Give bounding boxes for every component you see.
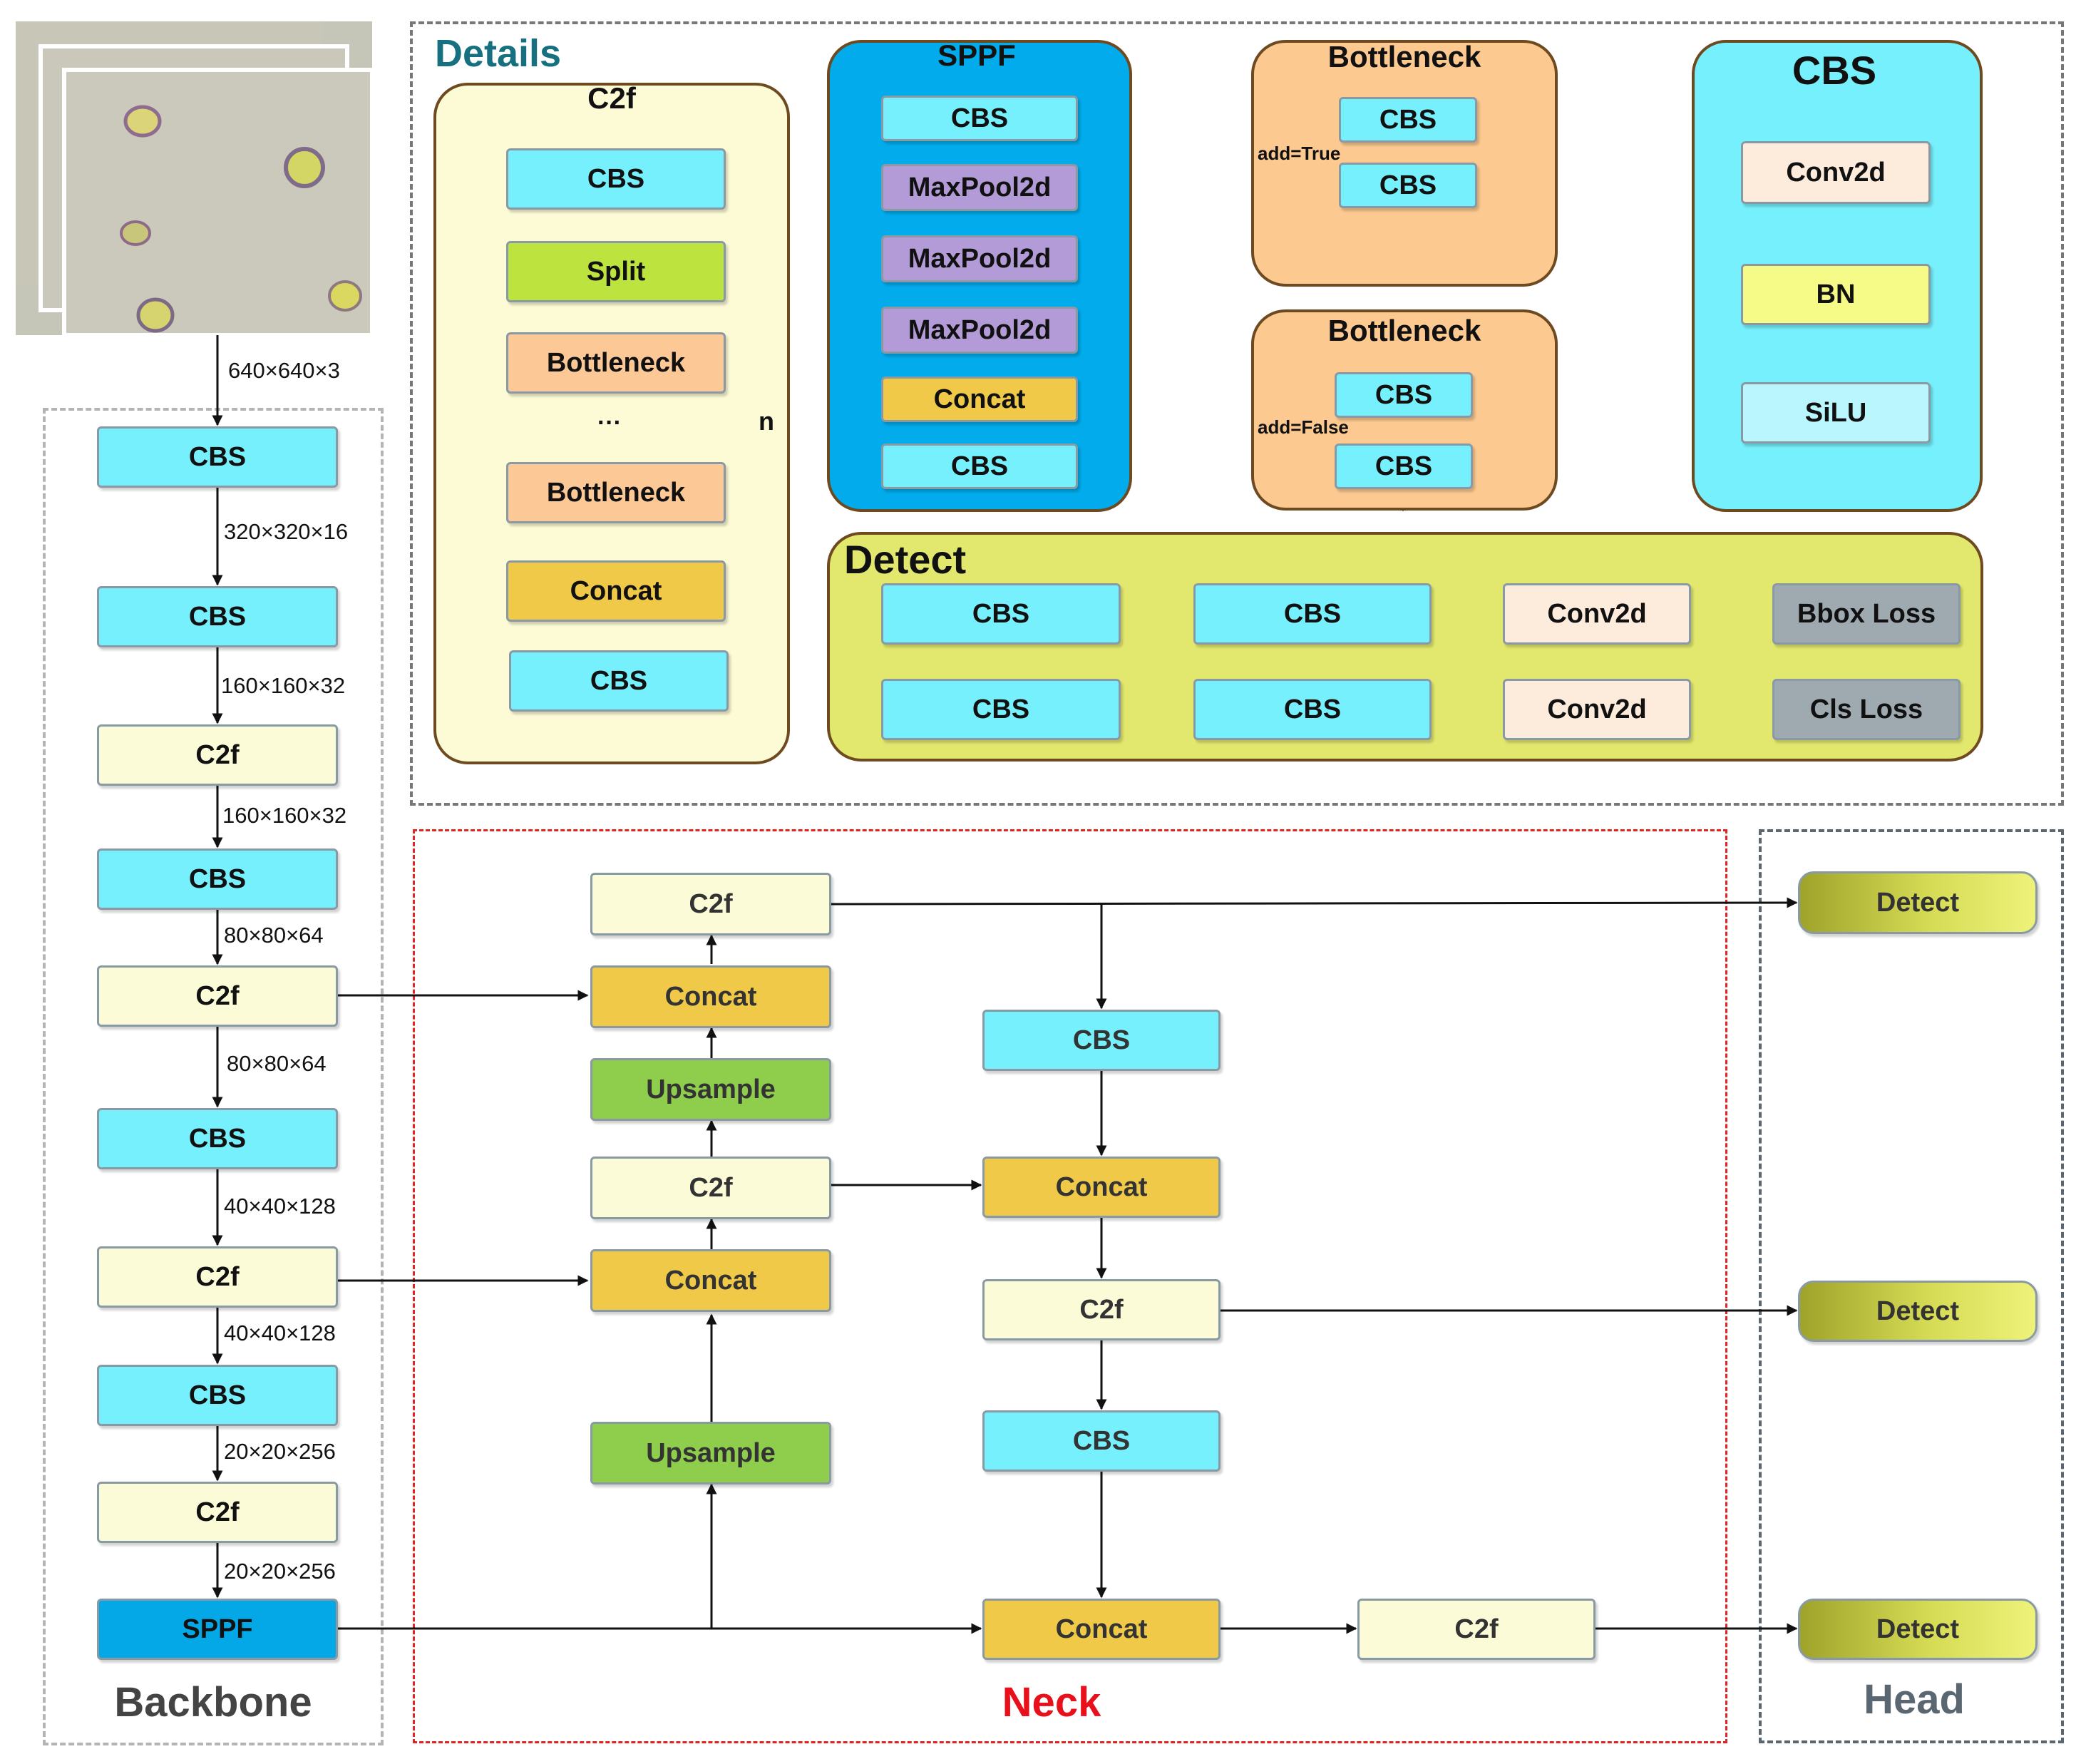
detect-detail-r1-cbs-1: CBS (881, 583, 1121, 645)
details-region (410, 21, 2064, 806)
c2f-detail-bottleneck-1: Bottleneck (506, 332, 726, 394)
dim-label-8: 40×40×128 (224, 1321, 336, 1345)
neck-concat-4: Concat (982, 1599, 1221, 1660)
bottleneck-true-add-label: add=True (1258, 143, 1341, 164)
bottleneck-false-cbs-2: CBS (1335, 443, 1473, 489)
cbs-detail-bn: BN (1741, 264, 1931, 325)
c2f-detail-title: C2f (587, 81, 636, 115)
neck-title: Neck (1002, 1679, 1101, 1725)
bottleneck-false-add-label: add=False (1258, 416, 1349, 438)
pollen-cells (120, 105, 362, 333)
head-detect-1: Detect (1798, 871, 2038, 934)
c2f-detail-split: Split (506, 241, 726, 302)
neck-cbs-1: CBS (982, 1010, 1221, 1071)
c2f-detail-cbs-2: CBS (509, 650, 729, 712)
detect-detail-r2-cbs-1: CBS (881, 679, 1121, 740)
cbs-detail-silu: SiLU (1741, 382, 1931, 443)
neck-upsample-2: Upsample (590, 1422, 831, 1484)
sppf-detail-maxpool-1: MaxPool2d (881, 164, 1078, 211)
backbone-cbs-1: CBS (97, 426, 338, 488)
detect-detail-bbox-loss: Bbox Loss (1772, 583, 1961, 645)
bottleneck-true-cbs-2: CBS (1339, 163, 1477, 208)
sppf-detail-cbs-2: CBS (881, 443, 1078, 489)
dim-label-7: 40×40×128 (224, 1194, 336, 1219)
sppf-detail-title: SPPF (937, 39, 1016, 72)
bottleneck-false-title: Bottleneck (1327, 314, 1481, 347)
c2f-detail-concat: Concat (506, 560, 726, 622)
c2f-detail-n-label: n (759, 406, 774, 436)
backbone-title: Backbone (114, 1679, 312, 1725)
dim-label-1: 640×640×3 (228, 358, 340, 383)
input-image (16, 21, 374, 337)
dim-label-9: 20×20×256 (224, 1439, 336, 1464)
dim-label-10: 20×20×256 (224, 1559, 336, 1584)
backbone-cbs-3: CBS (97, 848, 338, 910)
backbone-c2f-3: C2f (97, 1246, 338, 1308)
neck-concat-3: Concat (982, 1157, 1221, 1218)
bottleneck-true-cbs-1: CBS (1339, 97, 1477, 143)
neck-c2f-top: C2f (590, 873, 831, 935)
detect-detail-r1-cbs-2: CBS (1193, 583, 1432, 645)
dim-label-4: 160×160×32 (222, 803, 347, 828)
head-title: Head (1864, 1676, 1965, 1723)
c2f-detail-ellipsis: ··· (597, 409, 622, 436)
backbone-c2f-1: C2f (97, 724, 338, 786)
details-title: Details (435, 32, 562, 75)
backbone-region (43, 408, 384, 1745)
head-detect-2: Detect (1798, 1281, 2038, 1342)
head-detect-3: Detect (1798, 1599, 2038, 1660)
neck-cbs-2: CBS (982, 1410, 1221, 1472)
sppf-detail-concat: Concat (881, 376, 1078, 422)
neck-concat-1: Concat (590, 965, 831, 1028)
bottleneck-false-cbs-1: CBS (1335, 372, 1473, 418)
bottleneck-true-title: Bottleneck (1327, 40, 1481, 73)
dim-label-5: 80×80×64 (224, 923, 324, 948)
detect-detail-r1-conv2d: Conv2d (1503, 583, 1691, 645)
sppf-detail-maxpool-3: MaxPool2d (881, 307, 1078, 354)
neck-c2f-right: C2f (982, 1279, 1221, 1340)
backbone-cbs-2: CBS (97, 586, 338, 647)
backbone-c2f-4: C2f (97, 1482, 338, 1543)
dim-label-6: 80×80×64 (227, 1051, 327, 1076)
input-image-stack (16, 21, 374, 337)
sppf-detail-cbs-1: CBS (881, 96, 1078, 141)
backbone-c2f-2: C2f (97, 965, 338, 1027)
c2f-detail-bottleneck-2: Bottleneck (506, 462, 726, 523)
backbone-sppf: SPPF (97, 1599, 338, 1660)
dim-label-2: 320×320×16 (224, 519, 349, 544)
detect-detail-r2-conv2d: Conv2d (1503, 679, 1691, 740)
neck-upsample-1: Upsample (590, 1058, 831, 1121)
head-region (1759, 829, 2064, 1743)
detect-detail-cls-loss: Cls Loss (1772, 679, 1961, 740)
sppf-detail-maxpool-2: MaxPool2d (881, 235, 1078, 282)
detect-detail-title: Detect (844, 537, 967, 582)
neck-region (413, 829, 1727, 1743)
backbone-cbs-5: CBS (97, 1365, 338, 1426)
c2f-detail-cbs-1: CBS (506, 148, 726, 210)
neck-c2f-bottom: C2f (1357, 1599, 1596, 1660)
detect-detail-r2-cbs-2: CBS (1193, 679, 1432, 740)
backbone-cbs-4: CBS (97, 1108, 338, 1169)
cbs-detail-conv2d: Conv2d (1741, 141, 1931, 204)
neck-concat-2: Concat (590, 1249, 831, 1312)
cbs-detail-title: CBS (1792, 48, 1877, 93)
neck-c2f-mid: C2f (590, 1157, 831, 1219)
dim-label-3: 160×160×32 (221, 673, 346, 698)
